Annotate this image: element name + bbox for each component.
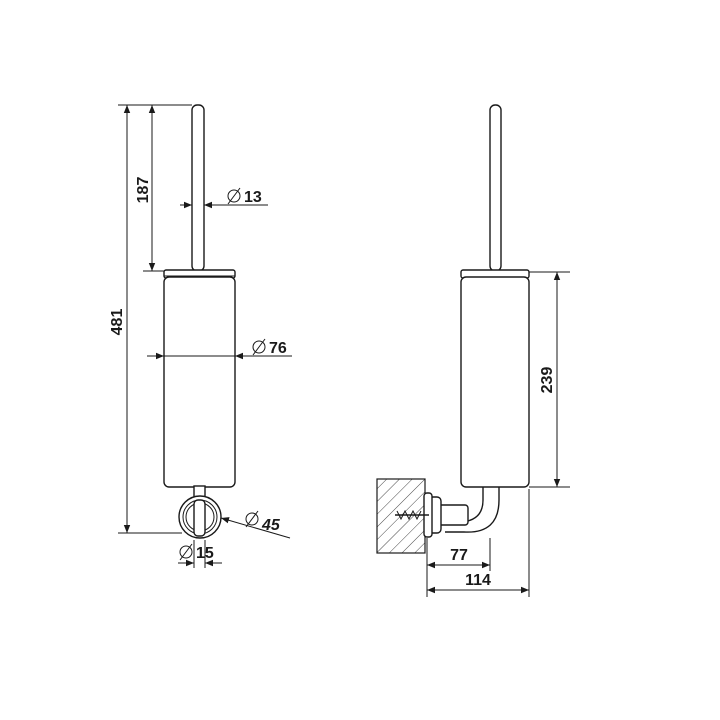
side-brush-handle <box>489 104 502 272</box>
dim-bracket-offset-label: 77 <box>450 547 468 564</box>
wall-bracket <box>395 487 500 538</box>
dim-handle-diameter-label: 13 <box>244 189 262 206</box>
side-view: 239 77 114 <box>376 104 570 597</box>
dim-body-height-label: 239 <box>539 367 556 394</box>
diameter-symbol-icon <box>252 340 266 354</box>
dim-base-diameter: 45 <box>220 510 291 539</box>
side-container-body <box>460 276 530 488</box>
dim-base-diameter-label: 45 <box>261 517 281 534</box>
dim-total-height-label: 481 <box>109 309 126 336</box>
dim-handle-length-label: 187 <box>135 177 152 204</box>
brush-handle <box>191 104 205 272</box>
brush-container-body <box>163 276 236 488</box>
diameter-symbol-icon <box>227 189 241 203</box>
dim-handle-diameter: 13 <box>180 187 268 209</box>
diameter-symbol-icon <box>245 512 259 526</box>
dim-holder-diameter: 15 <box>178 540 222 568</box>
dim-wall-depth-label: 114 <box>465 572 491 589</box>
dim-body-diameter: 76 <box>147 338 292 360</box>
front-view: 481 187 13 76 <box>109 104 292 568</box>
diameter-symbol-icon <box>179 545 193 559</box>
rosette-holder <box>193 499 206 537</box>
dim-body-height: 239 <box>529 271 570 488</box>
dim-body-diameter-label: 76 <box>269 340 287 357</box>
dim-handle-length: 187 <box>135 105 164 272</box>
wall-section <box>376 478 426 554</box>
dim-horizontal: 77 114 <box>426 489 530 597</box>
dim-total-height: 481 <box>109 104 192 534</box>
dim-holder-diameter-label: 15 <box>196 545 214 562</box>
